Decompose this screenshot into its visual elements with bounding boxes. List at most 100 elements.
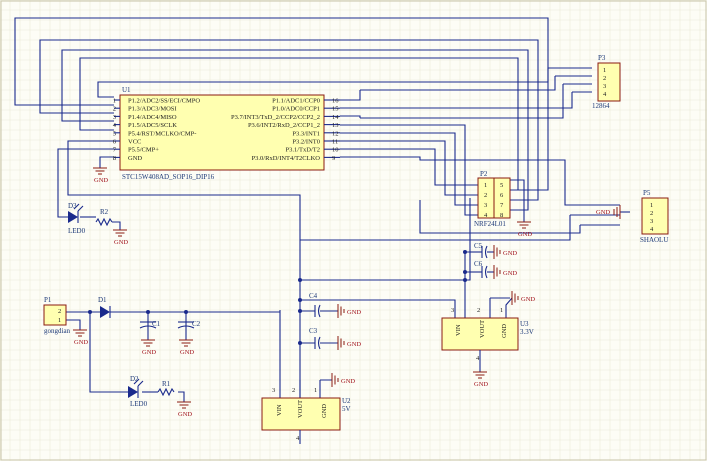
gnd-symbol: GND <box>337 336 361 350</box>
p2-pin-4: 4 <box>484 212 488 219</box>
gnd-symbol: GND <box>141 339 156 356</box>
u3-vout: VOUT <box>479 320 486 338</box>
u1-right-pins: 16P1.1/ADC1/CCP015P1.0/ADC0/CCP114P3.7/I… <box>231 98 340 162</box>
led-d2[interactable]: D2 LED0 <box>128 375 148 408</box>
p3-pin-3: 3 <box>603 83 606 90</box>
u2-ref: U2 <box>342 397 351 405</box>
u2-pin1: 1 <box>314 387 317 394</box>
gnd-symbol: GND <box>113 229 128 246</box>
regulator-u3[interactable]: VIN VOUT GND U3 3.3V 3 2 1 4 <box>441 307 534 372</box>
p5-pin-3: 3 <box>650 218 653 225</box>
gnd-symbol: GND <box>177 401 192 418</box>
p1-part: gongdian <box>44 327 71 335</box>
module-p2[interactable]: P2 NRF24L01 1 2 3 4 5 6 7 8 <box>474 170 511 228</box>
gnd-label: GND <box>503 270 517 277</box>
u3-pin3: 3 <box>451 307 454 314</box>
p2-part: NRF24L01 <box>474 220 506 228</box>
gnd-symbol: GND <box>493 245 517 259</box>
u1-pin-name: P5.5/CMP+ <box>128 147 159 154</box>
p2-pin-1: 1 <box>484 182 487 189</box>
capacitor-c5[interactable]: C5 <box>470 242 494 259</box>
u1-pin-name: P3.3/INT1 <box>292 130 320 137</box>
gnd-label: GND <box>503 250 517 257</box>
u1-pin-name: P1.2/ADC2/SS/ECI/CMPO <box>128 98 200 105</box>
p1-ref: P1 <box>44 296 52 304</box>
p3-pin-2: 2 <box>603 75 606 82</box>
gnd-symbol: GND <box>511 291 535 305</box>
capacitor-c4[interactable]: C4 <box>309 292 321 318</box>
led-d3[interactable]: D3 LED0 <box>68 202 86 235</box>
p5-pin-2: 2 <box>650 210 653 217</box>
p3-pin-1: 1 <box>603 67 606 74</box>
u1-pin-name: P3.2/INT0 <box>292 139 320 146</box>
d3-part: LED0 <box>68 227 86 235</box>
u3-pin4: 4 <box>476 355 480 362</box>
gnd-symbol: GND <box>93 167 108 184</box>
header-p3[interactable]: P3 12864 1 2 3 4 <box>592 54 621 110</box>
u1-pin-num: 3 <box>113 114 116 121</box>
u1-pin-num: 9 <box>332 155 335 162</box>
u1-pin-name: P5.4/RST/MCLKO/CMP- <box>128 130 196 137</box>
gnd-symbol: GND <box>331 373 355 387</box>
p2-pin-7: 7 <box>500 202 504 209</box>
c6-ref: C6 <box>474 260 483 268</box>
p1-pin-1: 1 <box>58 317 61 324</box>
p5-gnd-label: GND <box>596 209 610 216</box>
gnd-label: GND <box>341 378 355 385</box>
u1-pin-num: 4 <box>113 122 117 129</box>
u1-pin-num: 12 <box>332 130 339 137</box>
c1-ref: C1 <box>152 320 161 328</box>
power-input-p1[interactable]: P1 gongdian 2 1 <box>43 296 71 335</box>
u2-pin4: 4 <box>296 435 300 442</box>
gnd-label: GND <box>347 309 361 316</box>
p2-pin-8: 8 <box>500 212 503 219</box>
u1-pin-name: P1.5/ADC5/SCLK <box>128 122 177 129</box>
c2-ref: C2 <box>192 320 201 328</box>
p3-ref: P3 <box>598 54 606 62</box>
u2-vout: VOUT <box>297 400 304 418</box>
u1-pin-num: 5 <box>113 130 116 137</box>
p5-pin-1: 1 <box>650 202 653 209</box>
c3-ref: C3 <box>309 327 318 335</box>
gnd-label: GND <box>142 349 156 356</box>
d1-ref: D1 <box>98 296 107 304</box>
u3-part: 3.3V <box>520 328 534 336</box>
bus-wires <box>14 17 620 402</box>
u2-pin2: 2 <box>292 387 295 394</box>
gnd-symbol: GND <box>337 304 361 318</box>
gnd-symbol: GND <box>73 329 88 346</box>
gnd-label: GND <box>94 177 108 184</box>
p3-part: 12864 <box>592 102 610 110</box>
resistor-r1[interactable]: R1 <box>157 380 175 397</box>
gnd-label: GND <box>74 339 88 346</box>
capacitor-c6[interactable]: C6 <box>470 260 494 279</box>
gnd-label: GND <box>347 341 361 348</box>
d2-ref: D2 <box>130 375 139 383</box>
u1-pin-name: P3.0/RxD/INT4/T2CLKO <box>252 155 321 162</box>
c5-ref: C5 <box>474 242 483 250</box>
gnd-symbol: GND <box>179 339 194 356</box>
u1-pin-num: 13 <box>332 122 339 129</box>
capacitor-c1[interactable]: C1 <box>139 320 161 329</box>
capacitor-c3[interactable]: C3 <box>309 327 321 350</box>
capacitor-c2[interactable]: C2 <box>177 320 201 329</box>
u3-gnd: GND <box>501 324 508 338</box>
gnd-symbol: GND <box>493 265 517 279</box>
gnd-symbol: GND <box>473 371 488 388</box>
u1-pin-num: 1 <box>113 98 116 105</box>
regulator-u2[interactable]: VIN VOUT GND U2 5V 3 2 1 4 <box>261 387 351 444</box>
u1-ref: U1 <box>122 86 131 94</box>
r1-ref: R1 <box>162 380 171 388</box>
u1-pin-name: P1.1/ADC1/CCP0 <box>272 98 320 105</box>
u1-body <box>119 94 325 171</box>
u1-pin-num: 10 <box>332 147 339 154</box>
diode-d1[interactable]: D1 <box>98 296 111 318</box>
u1-pin-name: P1.3/ADC3/MOSI <box>128 106 177 113</box>
d3-ref: D3 <box>68 202 77 210</box>
p5-part: SHAOLU <box>640 236 668 244</box>
p2-ref: P2 <box>480 170 488 178</box>
header-p5[interactable]: P5 SHAOLU 1 2 3 4 GND <box>596 189 669 244</box>
resistor-r2[interactable]: R2 <box>95 208 113 227</box>
u3-ref: U3 <box>520 320 529 328</box>
